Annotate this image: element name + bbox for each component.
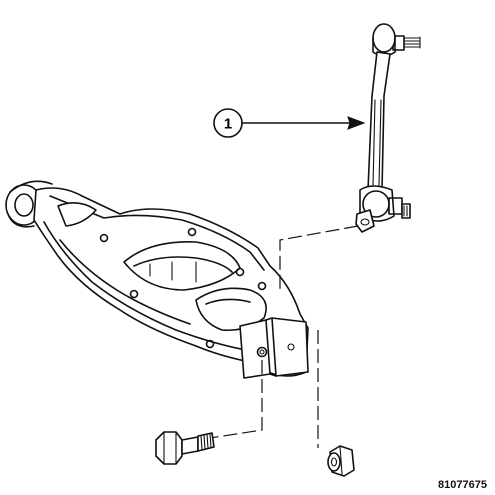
- stabilizer-link: [355, 23, 421, 233]
- callout-1: 1: [213, 108, 366, 138]
- bolt-nut: [327, 445, 355, 477]
- callout-1-number: 1: [224, 116, 232, 133]
- lower-control-arm: [5, 180, 309, 379]
- pivot-bolt: [155, 431, 215, 465]
- figure-id-label: 81077675: [438, 479, 487, 491]
- assembly-guide-lines: [209, 225, 359, 448]
